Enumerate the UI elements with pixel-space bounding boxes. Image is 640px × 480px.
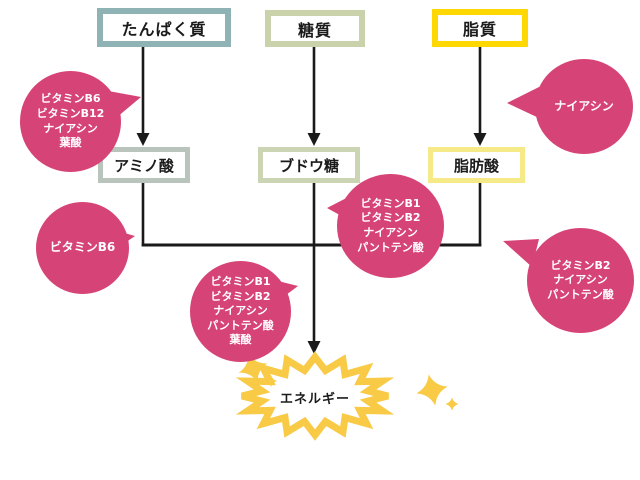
arrow-fat-to-fatty-acid [473,47,487,146]
arrow-sugar-to-glucose [307,47,321,146]
starburst-shape [235,351,395,441]
bubble-tail [507,85,543,119]
sparkle-icon [238,353,268,383]
vitamin-bubble-amino-to-energy: ビタミンB6 [36,202,129,294]
arrow-protein-to-amino [136,47,150,146]
arrow-to-energy [307,245,321,354]
vitamin-bubble-glucose-to-energy: ビタミンB1 ビタミンB2 ナイアシン パントテン酸 [337,174,444,278]
node-protein: たんぱく質 [97,8,231,47]
sparkle-icon [265,375,277,387]
vitamin-bubble-protein-to-amino: ビタミンB6 ビタミンB12 ナイアシン 葉酸 [20,71,121,172]
energy-label: エネルギー [279,392,350,407]
sparkle-icon [416,374,448,406]
node-fat: 脂質 [432,9,528,47]
vitamin-bubble-fatty-acid-to-energy: ビタミンB2 ナイアシン パントテン酸 [527,228,634,333]
vitamin-bubble-merge-to-energy: ビタミンB1 ビタミンB2 ナイアシン パントテン酸 葉酸 [190,261,291,362]
node-amino-acid: アミノ酸 [98,147,190,183]
node-glucose: ブドウ糖 [258,147,360,183]
sparkle-icon [445,397,459,411]
node-sugar: 糖質 [265,10,365,47]
node-fatty-acid: 脂肪酸 [428,147,525,183]
vitamin-bubble-fat-to-fatty-acid: ナイアシン [535,59,633,154]
